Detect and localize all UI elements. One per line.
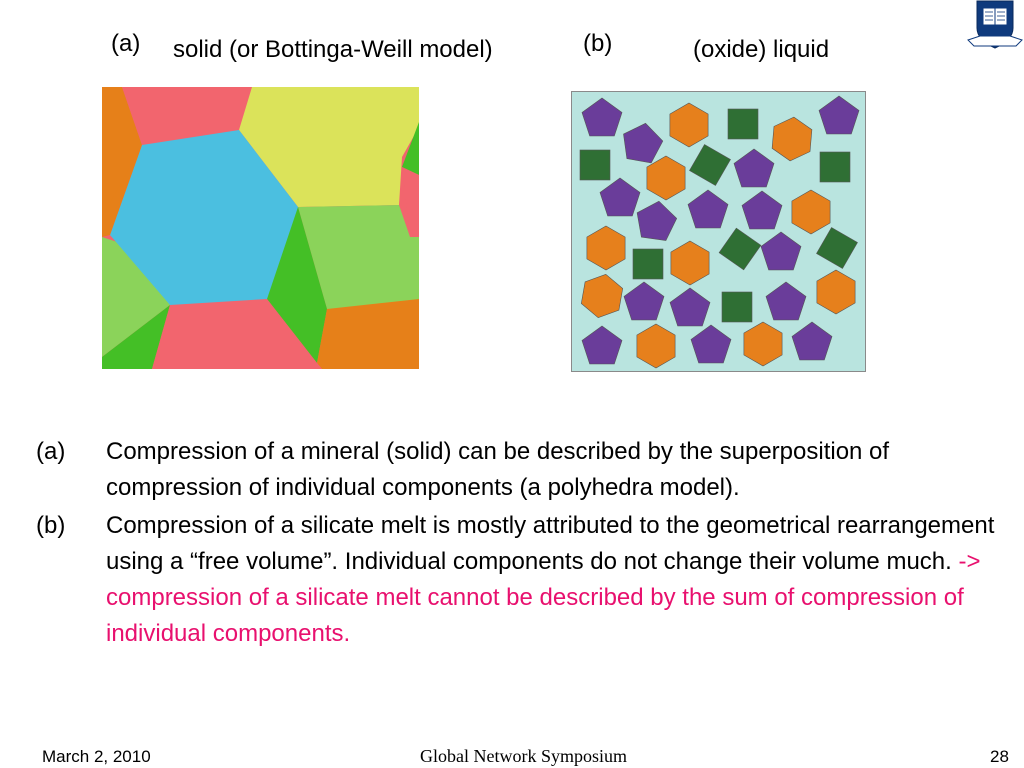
liquid-pentagon-28 [581,325,623,365]
liquid-pentagon-32 [791,321,833,361]
liquid-hexagon-2 [669,102,709,148]
liquid-square-10 [819,151,851,183]
university-shield-logo [967,0,1023,49]
liquid-pentagon-14 [741,190,783,230]
liquid-square-19 [718,227,762,271]
liquid-pentagon-13 [687,189,729,229]
item-b-plain-text: Compression of a silicate melt is mostly… [106,512,995,575]
liquid-pentagon-0 [581,97,623,137]
explanation-item-a: (a) Compression of a mineral (solid) can… [36,434,1011,506]
liquid-hexagon-27 [816,269,856,315]
liquid-pentagon-20 [760,231,802,271]
panel-b-title: (oxide) liquid [693,36,830,63]
liquid-square-17 [632,248,664,280]
item-b-highlight-text: -> compression of a silicate melt cannot… [106,548,981,647]
liquid-pentagon-12 [636,200,678,241]
item-a-marker: (a) [36,438,66,465]
solid-polyhedra-diagram [102,87,419,369]
liquid-square-25 [721,291,753,323]
liquid-pentagon-1 [623,122,664,164]
liquid-pentagon-11 [599,177,641,217]
panel-b-marker: (b) [583,30,613,57]
liquid-hexagon-22 [580,273,624,319]
liquid-hexagon-7 [646,155,686,201]
liquid-hexagon-31 [743,321,783,367]
liquid-hexagon-29 [636,323,676,369]
liquid-pentagon-24 [669,287,711,327]
liquid-diagram [571,91,866,372]
liquid-pentagon-30 [690,324,732,364]
explanation-item-b: (b) Compression of a silicate melt is mo… [36,508,1011,652]
item-a-text: Compression of a mineral (solid) can be … [106,438,890,501]
liquid-square-21 [816,227,858,269]
liquid-pentagon-26 [765,281,807,321]
liquid-hexagon-18 [670,240,710,286]
panel-a-title: solid (or Bottinga-Weill model) [173,36,493,63]
liquid-square-6 [579,149,611,181]
liquid-pentagon-9 [733,148,775,188]
footer-date: March 2, 2010 [42,747,151,766]
liquid-square-8 [689,144,731,186]
page-number: 28 [990,747,1009,766]
liquid-hexagon-15 [791,189,831,235]
panel-a-marker: (a) [111,30,141,57]
liquid-hexagon-16 [586,225,626,271]
item-b-marker: (b) [36,512,66,539]
liquid-pentagon-5 [818,95,860,135]
liquid-pentagon-23 [623,281,665,321]
item-b-text: Compression of a silicate melt is mostly… [106,508,1011,652]
footer-title: Global Network Symposium [420,746,627,766]
liquid-hexagon-4 [771,116,813,162]
liquid-square-3 [727,108,759,140]
